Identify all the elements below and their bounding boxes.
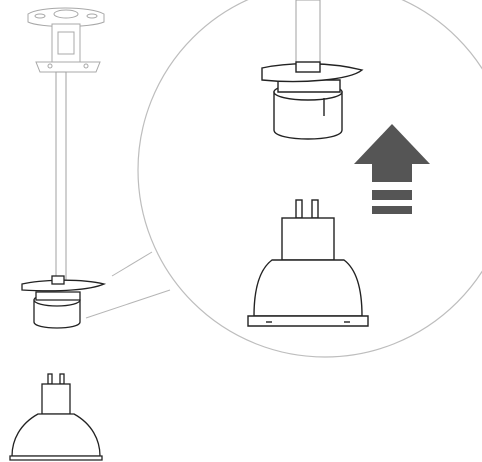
gripper-head-icon — [22, 276, 104, 328]
ceiling-bracket-icon — [28, 8, 104, 72]
pole-icon — [56, 72, 66, 282]
spot-bulb-icon — [10, 374, 102, 460]
detail-pole-icon — [296, 0, 320, 70]
